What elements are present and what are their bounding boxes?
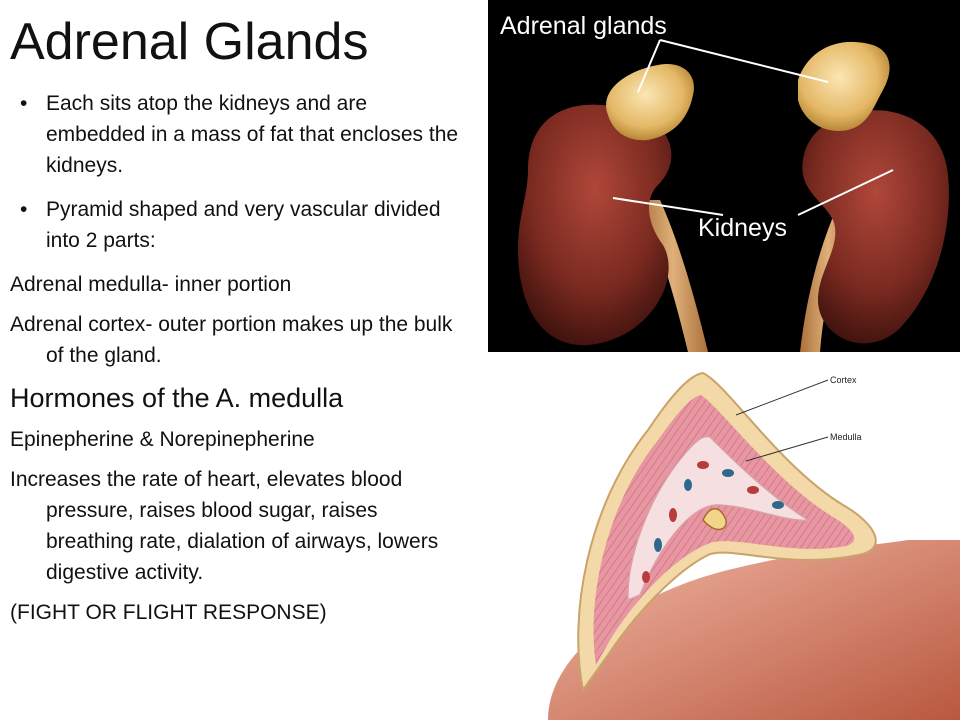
left-kidney: [518, 104, 672, 346]
adrenal-section-illustration: Cortex Medulla: [488, 355, 960, 720]
central-vein: [702, 508, 727, 531]
cortex-label: Cortex: [830, 375, 857, 385]
cortex-layer: [593, 395, 855, 665]
bullet-text: Each sits atop the kidneys and are embed…: [46, 92, 459, 177]
cortex-text: Adrenal cortex- outer portion makes up t…: [10, 313, 453, 367]
bullet-item: • Each sits atop the kidneys and are emb…: [10, 88, 465, 181]
vessel: [747, 486, 759, 494]
effects-text: Increases the rate of heart, elevates bl…: [10, 468, 439, 584]
kidneys-illustration: Adrenal glands Kidneys: [488, 0, 960, 352]
vessel: [772, 501, 784, 509]
kidney-tissue: [548, 540, 960, 720]
bullet-text: Pyramid shaped and very vascular divided…: [46, 198, 441, 252]
kidneys-image: Adrenal glands Kidneys: [488, 0, 960, 352]
vessel: [697, 461, 709, 469]
medulla-leader: [745, 436, 829, 462]
right-kidney: [802, 110, 949, 344]
hormones-heading: Hormones of the A. medulla: [10, 383, 344, 413]
slide-title: Adrenal Glands: [10, 13, 369, 71]
hormones-text: Epinepherine & Norepinepherine: [10, 428, 315, 451]
bullet-item: • Pyramid shaped and very vascular divid…: [10, 194, 465, 256]
vessel: [684, 479, 692, 491]
slide-body: • Each sits atop the kidneys and are emb…: [10, 88, 465, 637]
medulla-text: Adrenal medulla- inner portion: [10, 273, 292, 296]
kidney-leader-right: [797, 169, 894, 216]
kidneys-label: Kidneys: [698, 214, 787, 242]
bullet-dot: •: [20, 92, 28, 115]
adrenal-section-image: Cortex Medulla: [548, 371, 960, 720]
kidney-leader-left: [612, 197, 724, 216]
adrenal-leader-right: [659, 39, 829, 83]
right-adrenal-gland: [798, 41, 890, 131]
vessel: [722, 469, 734, 477]
adrenal-glands-label: Adrenal glands: [500, 12, 667, 40]
medulla-label: Medulla: [830, 432, 862, 442]
medulla-layer: [627, 435, 811, 602]
vessel: [654, 538, 662, 552]
adrenal-leader-left: [637, 39, 661, 93]
cortex-leader: [735, 379, 829, 416]
bullet-dot: •: [20, 198, 28, 221]
vessel: [669, 508, 677, 522]
vessel: [642, 571, 650, 583]
response-text: (FIGHT OR FLIGHT RESPONSE): [10, 601, 327, 624]
left-adrenal-gland: [606, 64, 694, 141]
